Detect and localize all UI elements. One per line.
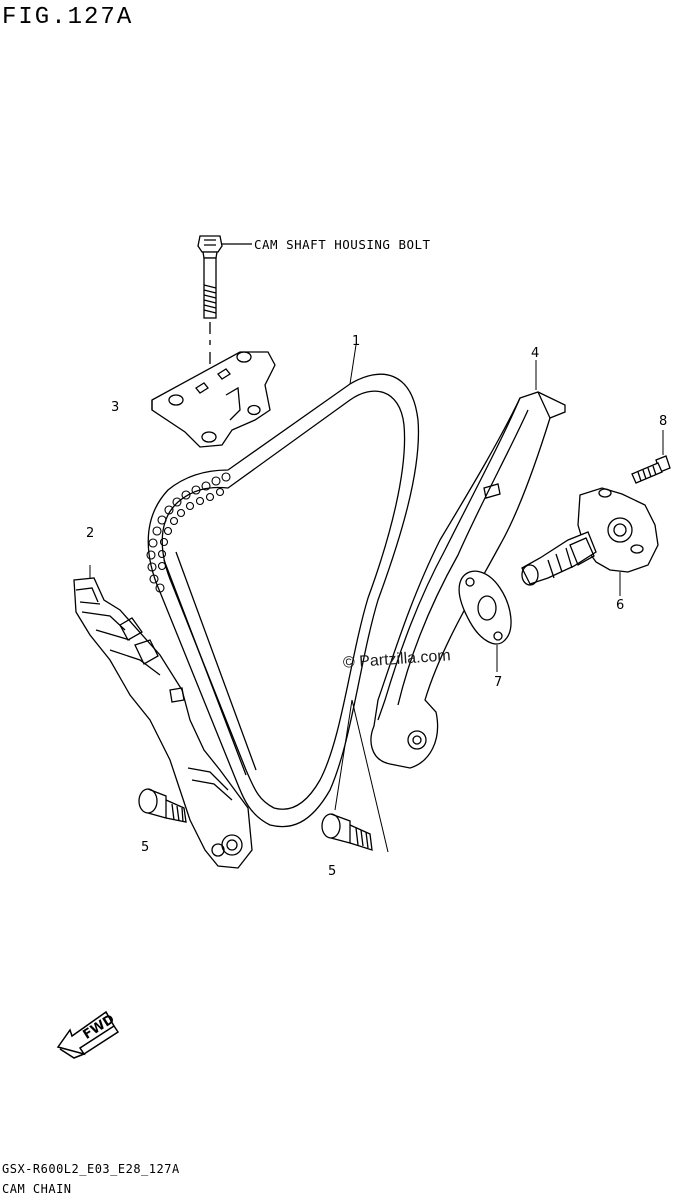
cam-shaft-housing-bolt[interactable] xyxy=(197,235,252,319)
figure-caption: CAM CHAIN xyxy=(2,1182,72,1196)
part-2-tensioner-guide[interactable] xyxy=(73,565,253,869)
callout-5-right: 5 xyxy=(328,864,337,879)
callout-1: 1 xyxy=(352,334,361,349)
bolt-label: CAM SHAFT HOUSING BOLT xyxy=(254,237,431,252)
part-7-gasket[interactable] xyxy=(458,570,512,672)
callout-4: 4 xyxy=(531,346,540,361)
callout-5-left: 5 xyxy=(141,840,150,855)
part-5-guide-bolt-right[interactable] xyxy=(321,813,373,851)
part-8-bolt[interactable] xyxy=(631,430,671,484)
fwd-arrow-icon: FWD xyxy=(56,1010,120,1059)
part-1-cam-chain[interactable] xyxy=(147,344,420,828)
part-3-housing-bracket[interactable] xyxy=(151,351,276,448)
callout-3: 3 xyxy=(111,400,120,415)
part-code: GSX-R600L2_E03_E28_127A xyxy=(2,1162,180,1176)
callout-8: 8 xyxy=(659,414,668,429)
callout-6: 6 xyxy=(616,598,625,613)
figure-title: FIG.127A xyxy=(2,4,134,31)
part-5-guide-bolt-left[interactable] xyxy=(138,788,187,823)
callout-7: 7 xyxy=(494,675,503,690)
chain-links xyxy=(146,472,231,593)
part-6-tensioner-adjuster[interactable] xyxy=(521,487,659,596)
callout-2: 2 xyxy=(86,526,95,541)
assembly-line xyxy=(334,699,389,853)
